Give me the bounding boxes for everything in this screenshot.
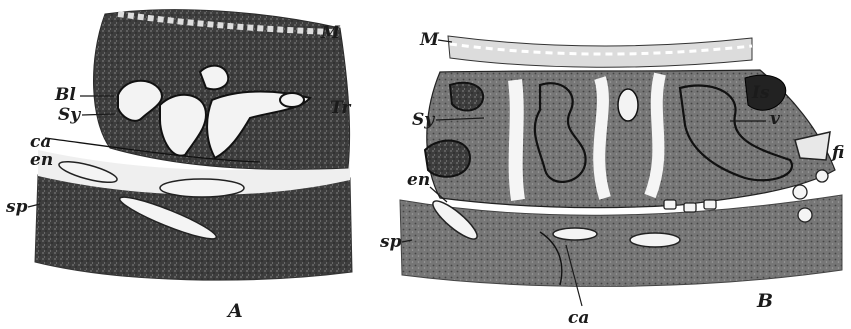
panel-b-villus-knob — [425, 141, 470, 177]
panel-a-lacuna-3 — [200, 66, 228, 90]
label-a-sy: Sy — [58, 105, 81, 125]
label-b-fi: fi — [831, 143, 844, 163]
panel-b-gland-9 — [816, 170, 828, 182]
label-b-sp: sp — [379, 232, 402, 252]
panel-a-lacuna-5 — [280, 93, 304, 107]
panel-b-villus-core — [618, 89, 638, 121]
label-b-is: Is — [751, 83, 770, 103]
panel-b-gland-4 — [664, 200, 676, 209]
label-a-sp: sp — [5, 197, 28, 217]
label-a-tr: Tr — [330, 98, 351, 118]
panel-b-gland-3 — [630, 233, 680, 247]
panel-a — [35, 10, 352, 281]
label-a-en: en — [30, 150, 53, 170]
panel-b-spongy-layer — [400, 195, 842, 286]
label-a-bl: Bl — [54, 85, 76, 105]
panel-b-gland-6 — [704, 200, 716, 209]
caption-b: B — [756, 290, 773, 312]
label-b-en: en — [407, 170, 430, 190]
panel-b-villus-stem-1 — [515, 80, 518, 200]
panel-b-villus-stem-2 — [599, 78, 605, 198]
panel-a-gland-2 — [160, 179, 244, 197]
label-b-ca: ca — [568, 308, 589, 328]
panel-b-villus-left — [450, 83, 483, 111]
label-b-sy: Sy — [412, 110, 435, 130]
panel-b-gland-2 — [553, 228, 597, 240]
label-b-m: M — [419, 30, 440, 50]
label-a-m: M — [320, 23, 341, 43]
caption-a: A — [226, 300, 243, 322]
panel-b-gland-7 — [793, 185, 807, 199]
label-a-ca: ca — [30, 132, 51, 152]
panel-b — [400, 36, 842, 286]
panel-b-gland-5 — [684, 203, 696, 212]
panel-b-gland-8 — [798, 208, 812, 222]
label-b-v: v — [770, 109, 781, 129]
